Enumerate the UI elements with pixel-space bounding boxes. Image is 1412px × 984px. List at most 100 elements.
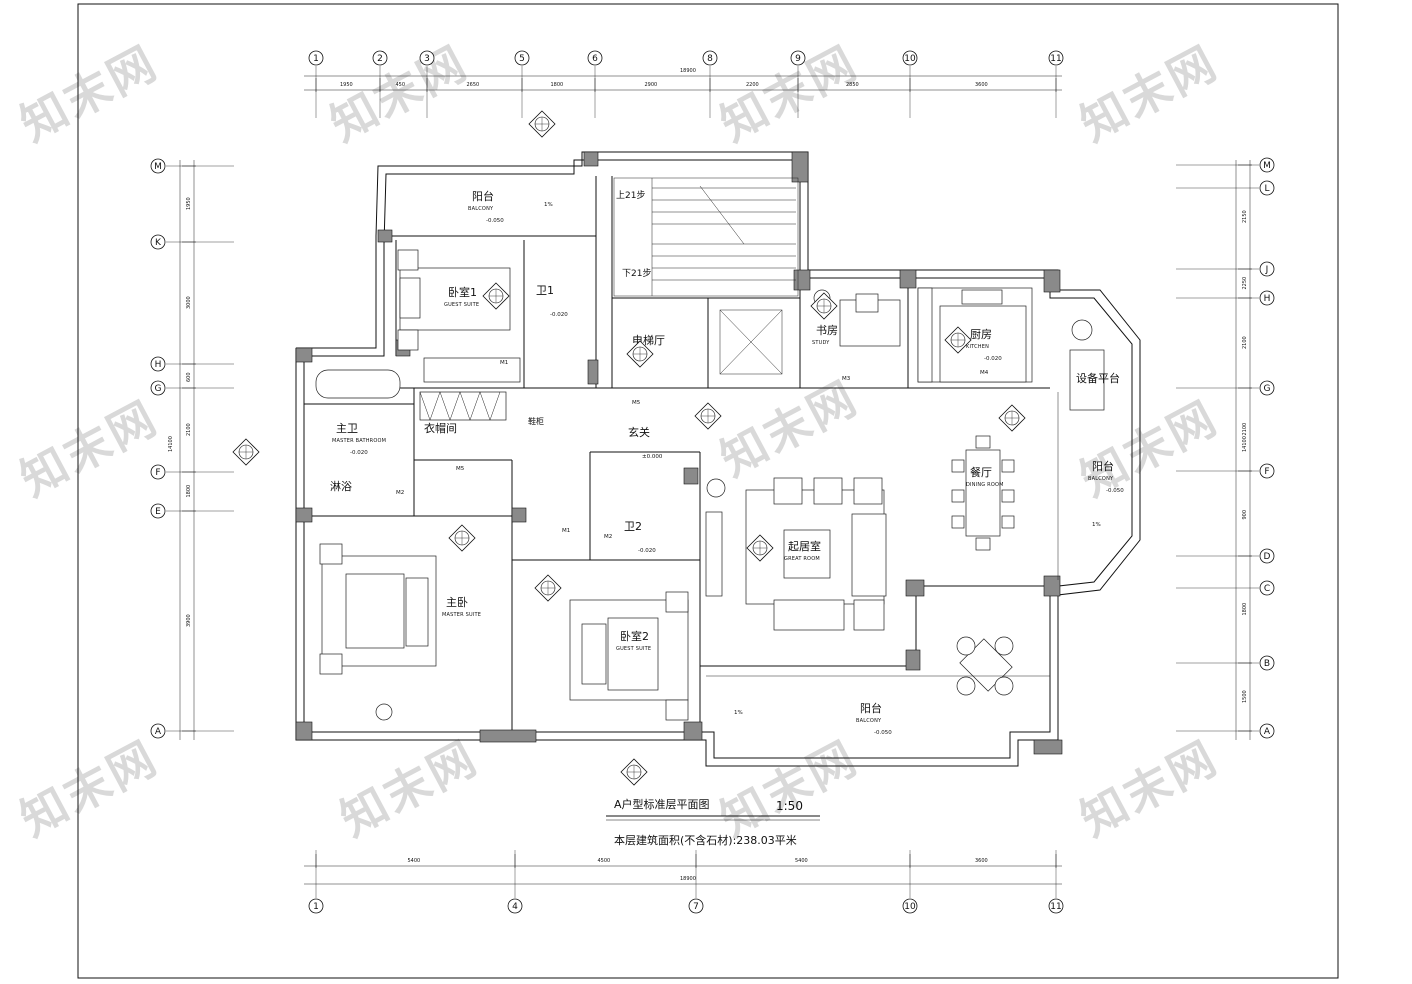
left-total-dimension: 14100 <box>168 436 174 452</box>
room-name-cn: 阳台 <box>1092 459 1114 473</box>
svg-text:1: 1 <box>313 902 319 912</box>
dimension-segment: 1800 <box>1242 603 1248 616</box>
room-name-cn: 卫2 <box>624 520 642 533</box>
svg-text:E: E <box>155 507 161 517</box>
floor-level: ±0.000 <box>642 454 663 460</box>
axis-bubble-top: 2 <box>372 50 388 66</box>
watermark: 知末网 <box>332 730 487 847</box>
balcony-table <box>956 636 1014 696</box>
floor-level: -0.020 <box>638 548 656 554</box>
room-name-cn: 阳台 <box>472 189 494 203</box>
slope-label: 1% <box>734 710 743 716</box>
svg-text:6: 6 <box>592 54 598 64</box>
door-tag-m2: M2 <box>604 534 612 540</box>
door-tag-m2: M2 <box>396 490 404 496</box>
column <box>683 467 699 485</box>
right-total-dimension: 14100 <box>1242 436 1248 452</box>
dimension-segment: 4500 <box>598 858 611 864</box>
svg-text:G: G <box>155 384 162 394</box>
drawing-title: A户型标准层平面图 <box>614 797 710 811</box>
view-index-marker <box>232 438 260 466</box>
axis-bubble-right: H <box>1259 290 1275 306</box>
room-name-cn: 阳台 <box>860 701 882 715</box>
dimension-segment: 2150 <box>1242 210 1248 223</box>
column <box>511 507 527 523</box>
dimension-segment: 5400 <box>795 858 808 864</box>
column <box>1033 739 1063 755</box>
room-label: 设备平台 <box>1076 371 1120 385</box>
exterior-wall-outline <box>295 151 1141 767</box>
axis-bubble-right: C <box>1259 580 1275 596</box>
axis-bubble-right: J <box>1259 261 1275 277</box>
view-index-marker <box>482 282 510 310</box>
view-index-marker <box>944 326 972 354</box>
svg-text:C: C <box>1264 584 1270 594</box>
room-name-en: STUDY <box>812 340 830 346</box>
master-bed <box>319 543 437 721</box>
dimension-segment: 600 <box>186 372 192 382</box>
room-name-cn: 书房 <box>816 324 838 337</box>
svg-text:M: M <box>154 162 162 172</box>
svg-text:B: B <box>1264 659 1270 669</box>
svg-text:J: J <box>1265 265 1269 275</box>
view-index-marker <box>528 110 556 138</box>
dimension-segment: 2850 <box>846 82 859 88</box>
watermark: 知末网 <box>322 35 477 152</box>
room-name-cn: 卧室1 <box>448 285 477 299</box>
svg-text:D: D <box>1264 552 1271 562</box>
svg-text:3: 3 <box>424 54 430 64</box>
room-label: 衣帽间 <box>424 421 457 435</box>
room-name-en: GUEST SUITE <box>616 646 651 652</box>
watermark: 知末网 <box>712 35 867 152</box>
view-index-marker <box>810 292 838 320</box>
dimension-segment: 2200 <box>746 82 759 88</box>
room-name-en: BALCONY <box>1088 476 1114 482</box>
floor-level: -0.020 <box>550 312 568 318</box>
svg-text:2: 2 <box>377 54 383 64</box>
dimension-segment: 2650 <box>467 82 480 88</box>
room-label: 淋浴 <box>330 480 352 493</box>
axis-bubble-right: G <box>1259 380 1275 396</box>
room-name-en: MASTER BATHROOM <box>332 438 386 444</box>
title-block: A户型标准层平面图 1:50 本层建筑面积(不含石材):238.03平米 <box>606 797 820 847</box>
room-name-cn: 淋浴 <box>330 480 352 493</box>
view-index-marker <box>626 340 654 368</box>
view-index-marker <box>998 404 1026 432</box>
door-tag-m1: M1 <box>500 360 508 366</box>
svg-text:11: 11 <box>1050 54 1061 64</box>
floor-level: -0.050 <box>1106 488 1124 494</box>
svg-text:F: F <box>155 468 160 478</box>
elevator-shaft <box>719 309 783 375</box>
watermark: 知末网 <box>1072 730 1227 847</box>
room-name-en: BALCONY <box>856 718 882 724</box>
axis-bubble-left: H <box>150 356 166 372</box>
svg-text:8: 8 <box>707 54 713 64</box>
svg-text:10: 10 <box>904 54 916 64</box>
column <box>587 359 599 385</box>
sheet-border <box>77 3 1339 979</box>
watermark: 知末网 <box>12 390 167 507</box>
bottom-total-dimension: 18900 <box>680 876 696 882</box>
dimension-segment: 1500 <box>1242 690 1248 703</box>
floor-level: -0.020 <box>350 450 368 456</box>
door-tag-m4: M4 <box>980 370 989 376</box>
living-room-furniture <box>705 477 887 631</box>
axis-bubble-right: B <box>1259 655 1275 671</box>
svg-text:4: 4 <box>512 902 518 912</box>
wardrobe <box>423 357 521 383</box>
slope-label: 1% <box>1092 522 1101 528</box>
stair-up-label: 上21步 <box>616 190 645 201</box>
shoe-cabinet-label: 鞋柜 <box>528 416 544 426</box>
dimension-segment: 450 <box>396 82 406 88</box>
